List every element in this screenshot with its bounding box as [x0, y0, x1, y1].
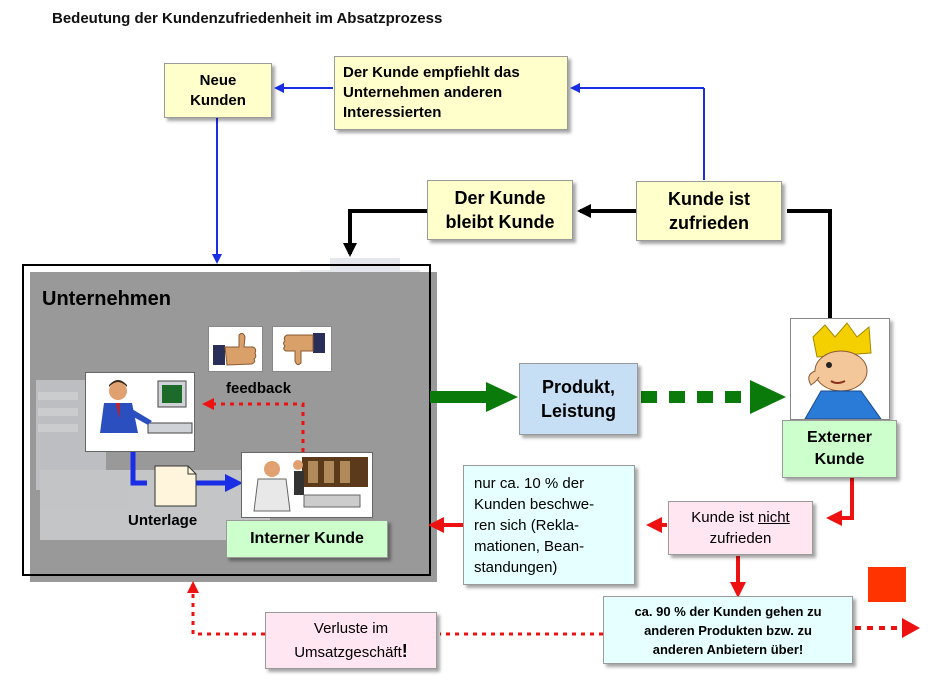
- beschweren-line-2: Kunden beschwe-: [474, 495, 595, 513]
- arrow-externer-to-zufrieden: [787, 209, 832, 318]
- arrow-unterlage-head: [225, 474, 243, 492]
- thumbs-down-icon: [272, 326, 332, 372]
- office-worker-icon: [85, 372, 195, 452]
- neue-kunden-line-1: Neue: [199, 71, 237, 89]
- box-nicht-zufrieden: Kunde ist nicht zufrieden: [668, 501, 813, 555]
- bleibt-kunde-line-2: bleibt Kunde: [445, 212, 555, 232]
- nicht-zufrieden-text-c: zufrieden: [709, 530, 772, 547]
- arrow-red-dotted-out-head: [902, 618, 920, 638]
- beschweren-line-5: standungen): [474, 558, 558, 576]
- box-beschweren: nur ca. 10 % der Kunden beschwe- ren sic…: [463, 465, 635, 585]
- box-bleibt-kunde: Der Kunde bleibt Kunde: [427, 180, 573, 240]
- feedback-label: feedback: [226, 380, 292, 397]
- red-square: [868, 567, 906, 602]
- verluste-line-2: Umsatzgeschäft: [294, 643, 402, 661]
- meeting-worker-icon: [241, 452, 373, 518]
- box-neue-kunden: Neue Kunden: [164, 63, 272, 118]
- box-externer-kunde: Externer Kunde: [782, 420, 897, 478]
- arrow-green-dashed-head: [750, 380, 786, 414]
- bleibt-kunde-line-1: Der Kunde: [454, 188, 546, 208]
- arrow-verluste-to-unternehmen: [187, 581, 265, 636]
- externer-kunde-line-1: Externer: [807, 429, 872, 446]
- produkt-line-1: Produkt,: [541, 377, 615, 397]
- unterlage-label: Unterlage: [128, 512, 198, 529]
- externer-kunde-line-2: Kunde: [814, 451, 865, 468]
- empfiehlt-line-3: Interessierten: [343, 104, 442, 121]
- unternehmen-frame: [22, 264, 431, 576]
- zufrieden-line-2: zufrieden: [668, 213, 749, 233]
- neue-kunden-line-2: Kunden: [190, 91, 246, 109]
- beschweren-line-3: ren sich (Rekla-: [474, 516, 580, 534]
- empfiehlt-line-2: Unternehmen anderen: [343, 84, 503, 101]
- interner-kunde-label: Interner Kunde: [250, 530, 364, 547]
- box-empfiehlt: Der Kunde empfiehlt das Unternehmen ande…: [334, 56, 568, 130]
- neunzig-line-1: ca. 90 % der Kunden gehen zu: [634, 603, 822, 619]
- arrow-feedback: [202, 398, 305, 452]
- empfiehlt-line-1: Der Kunde empfiehlt das: [343, 64, 520, 81]
- arrow-green-head: [486, 382, 518, 412]
- box-zufrieden: Kunde ist zufrieden: [636, 181, 782, 241]
- thumbs-up-icon: [208, 326, 263, 372]
- page-title: Bedeutung der Kundenzufriedenheit im Abs…: [52, 10, 443, 27]
- box-interner-kunde: Interner Kunde: [226, 520, 388, 558]
- beschweren-line-4: mationen, Bean-: [474, 537, 585, 555]
- arrow-worker-to-unterlage: [130, 452, 147, 486]
- nicht-zufrieden-text-nicht: nicht: [758, 509, 790, 526]
- neunzig-line-2: anderen Produkten bzw. zu: [644, 622, 812, 638]
- arrow-externer-to-nicht-zufrieden: [826, 478, 854, 526]
- document-icon: [154, 465, 197, 507]
- box-produkt: Produkt, Leistung: [519, 363, 638, 435]
- box-neunzig: ca. 90 % der Kunden gehen zu anderen Pro…: [603, 596, 853, 664]
- unternehmen-label: Unternehmen: [42, 288, 171, 310]
- produkt-line-2: Leistung: [541, 401, 616, 421]
- box-verluste: Verluste im Umsatzgeschäft!: [265, 612, 437, 669]
- zufrieden-line-1: Kunde ist: [667, 189, 750, 209]
- crowned-customer-icon: [790, 318, 890, 420]
- beschweren-line-1: nur ca. 10 % der: [474, 474, 585, 492]
- nicht-zufrieden-text-a: Kunde ist: [691, 509, 759, 526]
- verluste-exclamation: !: [401, 640, 408, 661]
- verluste-line-1: Verluste im: [313, 619, 389, 637]
- neunzig-line-3: anderen Anbietern über!: [652, 641, 804, 657]
- arrow-bleibt-to-unternehmen: [343, 209, 427, 257]
